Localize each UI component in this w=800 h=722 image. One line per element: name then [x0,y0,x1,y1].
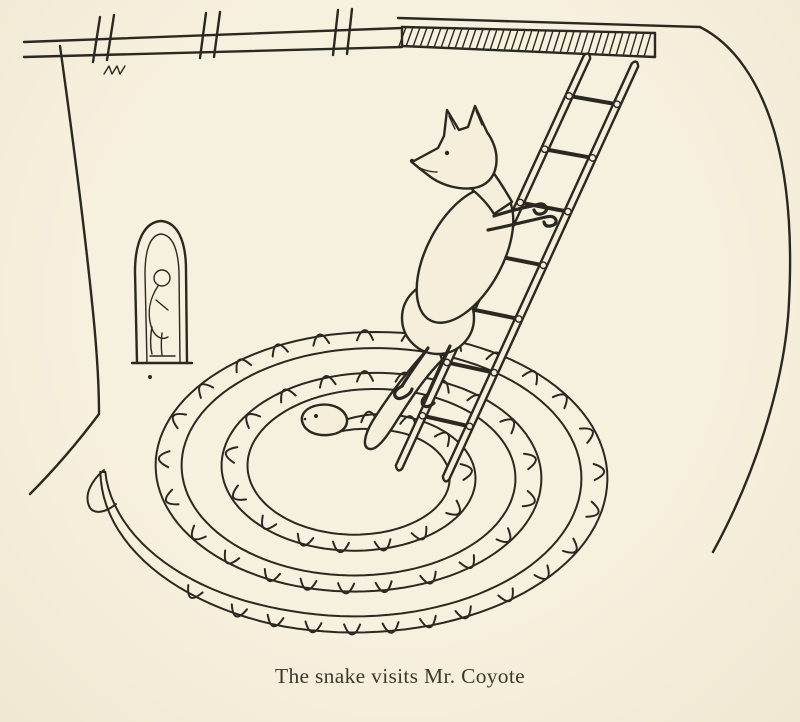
coyote-mouth [411,162,438,173]
floor-pebble [148,375,152,379]
snake-scallops [157,329,606,636]
snake [86,329,609,636]
roof-hatch-line [531,29,540,53]
ladder-peg [539,261,548,270]
snake-coil-inner-edge [104,347,583,618]
coyote-eye [444,150,450,156]
roof-hatch-line [489,28,498,51]
niche-arch-outer [133,219,189,365]
roof-hatch-line [559,30,568,54]
roof-hatch-line [510,29,519,52]
roof-hatch-line [482,28,491,51]
roof-line-upper [396,16,702,29]
roof-hatch-line [573,30,582,55]
roof-hatch-line [461,27,470,50]
coyote-front-legs [486,202,558,232]
snake-eye [314,414,318,418]
roof-hatch-line [615,31,624,57]
roof-hatch-line [503,28,512,52]
ceiling-line-top [22,26,404,44]
niche-arch-inner [144,233,181,364]
roof-hatch-line [629,31,638,57]
ladder-peg [564,207,572,216]
snake-coil-outer-edge [99,331,609,634]
roof-hatch-line [643,32,652,58]
roof-hatch-line [545,29,554,54]
roof-hatch-line [419,26,428,48]
roof-hatch-line [398,26,407,47]
roof-hatch-line [601,31,610,56]
ladder-peg [516,198,525,207]
ladder-rung [518,200,570,214]
left-wall-line [58,44,101,416]
roof-hatch-line [412,26,421,48]
roof-hatch-line [524,29,533,53]
ladder-rung [542,147,595,160]
snake-head [300,403,349,437]
ladder-rung [444,360,497,375]
wall-niche [130,219,194,379]
ladder-rail-right [441,60,640,483]
ladder-peg [588,154,597,162]
roof-hatch-line [447,27,456,50]
roof-hatch-line [468,28,477,50]
roof-hatch-line [517,29,526,53]
snake-tail-tip [86,469,117,513]
roof-hatch-line [594,31,603,56]
roof-hatch-line [580,30,589,55]
snake-nostril [303,417,307,421]
roof-hatch [398,25,657,59]
coyote [363,104,558,451]
ladder-peg [565,92,574,100]
floor-edge-left [28,412,101,496]
roof-hatch-line [454,27,463,50]
roof-hatch-line [433,27,442,49]
ceiling [22,7,702,75]
coyote-ear-lines [448,110,483,130]
coyote-hind-legs [393,344,452,409]
illustration-drawing [22,7,792,636]
ladder-rung [567,93,620,107]
snake-coil [99,329,609,636]
ladder-rung [420,413,472,429]
roof-hatch-line [622,31,631,57]
roof-beams [91,7,354,64]
signature-squiggle [103,65,126,75]
ladder-peg [613,100,621,109]
ladder-peg [490,368,499,377]
illustration-caption: The snake visits Mr. Coyote [275,664,525,688]
ladder-peg [514,315,523,323]
roof-hatch-line [636,32,645,58]
right-wall-line [698,25,792,554]
roof-hatch-line [475,28,484,51]
roof-hatch-line [552,30,561,54]
roof-hatch-line [587,30,596,56]
roof-hatch-line [538,29,547,53]
ceiling-line-bottom [22,45,404,59]
roof-hatch-lines [398,26,652,58]
ladder-peg [540,145,549,154]
roof-hatch-line [496,28,505,52]
coyote-head [410,104,498,190]
roof-hatch-line [405,26,414,48]
roof-hatch-line [426,27,435,49]
ladder-peg [465,422,474,431]
roof-hatch-line [440,27,449,49]
niche-figure [148,269,176,357]
roof-hatch-line [608,31,617,57]
ladder-peg [418,411,427,420]
roof-hatch-line [566,30,575,55]
ladder-rung [469,307,521,321]
coyote-nose [409,158,415,164]
